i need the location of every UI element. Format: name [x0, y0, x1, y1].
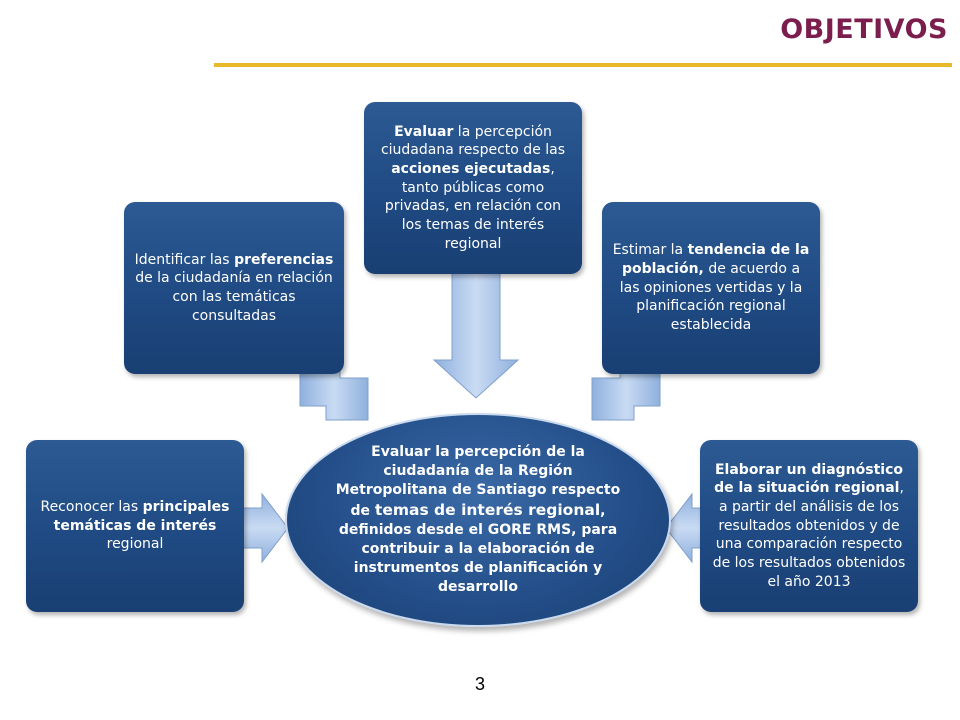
objective-box-top: Evaluar la percepción ciudadana respecto…	[364, 102, 582, 274]
objective-box-upper-right: Estimar la tendencia de la población, de…	[602, 202, 820, 374]
page-number: 3	[474, 674, 485, 694]
objective-box-upper-left: Identificar las preferencias de la ciuda…	[124, 202, 344, 374]
arrow-upper-right	[591, 361, 661, 421]
objective-text-left: Reconocer las principales temáticas de i…	[40, 499, 230, 553]
arrow-top	[432, 271, 520, 399]
central-objective-text: Evaluar la percepción de la ciudadanía d…	[335, 444, 621, 595]
objective-text-upper-left: Identificar las preferencias de la ciuda…	[134, 251, 334, 324]
objective-box-left: Reconocer las principales temáticas de i…	[26, 440, 244, 612]
title-underline	[214, 63, 952, 67]
central-objective-ellipse: Evaluar la percepción de la ciudadanía d…	[285, 413, 671, 627]
slide-title: OBJETIVOS	[780, 14, 948, 45]
objective-text-top: Evaluar la percepción ciudadana respecto…	[380, 123, 566, 252]
objective-box-right: Elaborar un diagnóstico de la situación …	[700, 440, 918, 612]
objective-text-right: Elaborar un diagnóstico de la situación …	[712, 461, 906, 590]
objective-text-upper-right: Estimar la tendencia de la población, de…	[612, 242, 810, 333]
arrow-left	[241, 492, 289, 564]
